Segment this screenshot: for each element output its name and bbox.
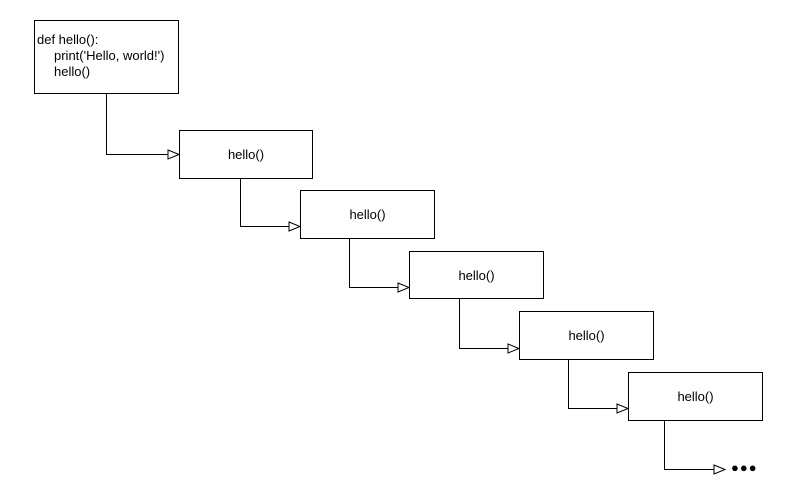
call-label: hello() bbox=[677, 389, 714, 404]
function-definition-box: def hello(): print('Hello, world!') hell… bbox=[34, 20, 179, 94]
call-box-5: hello() bbox=[628, 372, 763, 421]
connector-2 bbox=[349, 239, 398, 288]
call-box-2: hello() bbox=[300, 190, 435, 239]
call-label: hello() bbox=[568, 328, 605, 343]
call-label: hello() bbox=[349, 207, 386, 222]
connector-3 bbox=[459, 299, 508, 349]
call-box-1: hello() bbox=[179, 130, 313, 179]
arrowhead-1 bbox=[288, 221, 302, 232]
connector-5 bbox=[664, 421, 714, 470]
call-box-4: hello() bbox=[519, 311, 654, 360]
code-line-recursive-call: hello() bbox=[54, 64, 91, 79]
code-line-print: print('Hello, world!') bbox=[54, 48, 165, 63]
connector-1 bbox=[240, 179, 289, 227]
connector-0 bbox=[106, 94, 168, 155]
call-box-3: hello() bbox=[409, 251, 544, 299]
arrowhead-0 bbox=[167, 149, 181, 160]
arrowhead-3 bbox=[507, 343, 521, 354]
code-line-def: def hello(): bbox=[37, 32, 99, 47]
continuation-ellipsis: ●●● bbox=[731, 460, 758, 475]
arrowhead-2 bbox=[397, 282, 411, 293]
arrowhead-4 bbox=[616, 403, 630, 414]
connector-4 bbox=[568, 360, 617, 409]
arrowhead-5 bbox=[713, 464, 727, 475]
call-label: hello() bbox=[458, 267, 495, 283]
call-label: hello() bbox=[227, 147, 265, 162]
